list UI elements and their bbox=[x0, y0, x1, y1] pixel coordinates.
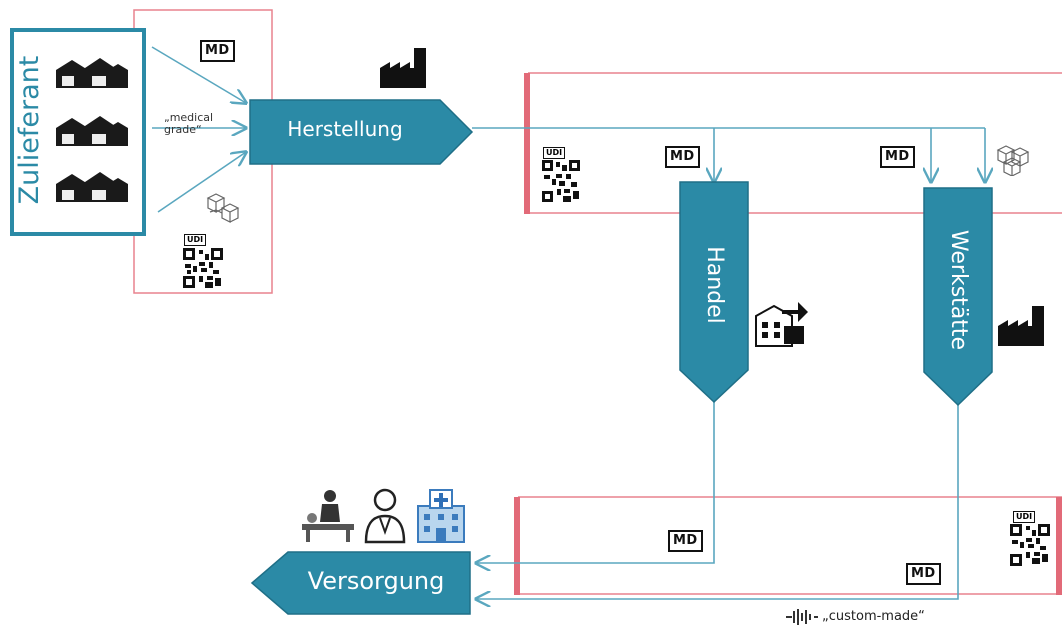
factory-icon bbox=[380, 48, 426, 88]
udi-label: UDI bbox=[543, 147, 566, 159]
warehouse-icon bbox=[56, 172, 128, 202]
hospital-icon bbox=[417, 489, 465, 543]
warehouse-icon bbox=[56, 116, 128, 146]
cubes-icon bbox=[206, 193, 240, 223]
manufacturing-node-shape bbox=[249, 99, 474, 165]
patient-icon bbox=[302, 490, 354, 542]
medical-grade-note: „medical grade“ bbox=[164, 112, 213, 136]
md-badge: MD bbox=[880, 146, 915, 168]
care-frame bbox=[518, 496, 1062, 595]
trade-node: Handel bbox=[702, 246, 727, 324]
doctor-icon bbox=[364, 488, 406, 544]
md-badge: MD bbox=[665, 146, 700, 168]
building-export-icon bbox=[755, 302, 808, 347]
factory-icon bbox=[998, 306, 1044, 346]
supplier-label: Zulieferant bbox=[14, 55, 45, 205]
qr-code-icon bbox=[183, 248, 223, 288]
manufacturing-node: Herstellung bbox=[287, 117, 403, 141]
care-node: Versorgung bbox=[307, 567, 445, 595]
medical-grade-line-2: grade“ bbox=[164, 123, 202, 136]
custom-made-note: „custom-made“ bbox=[822, 609, 925, 624]
cubes-icon bbox=[996, 145, 1030, 176]
md-badge: MD bbox=[906, 563, 941, 585]
udi-label: UDI bbox=[184, 234, 207, 246]
md-badge: MD bbox=[200, 40, 235, 62]
medical-grade-line-1: „medical bbox=[164, 111, 214, 124]
trade-node-shape bbox=[679, 181, 749, 404]
md-badge: MD bbox=[668, 530, 703, 552]
udi-label: UDI bbox=[1013, 511, 1036, 523]
care-node-shape bbox=[250, 551, 471, 615]
qr-code-icon bbox=[542, 160, 580, 202]
workshop-node-shape bbox=[923, 187, 993, 407]
workshop-node: Werkstätte bbox=[946, 229, 971, 351]
warehouse-icon bbox=[56, 58, 128, 88]
sensor-icon bbox=[786, 609, 818, 625]
qr-code-icon bbox=[1010, 524, 1050, 566]
